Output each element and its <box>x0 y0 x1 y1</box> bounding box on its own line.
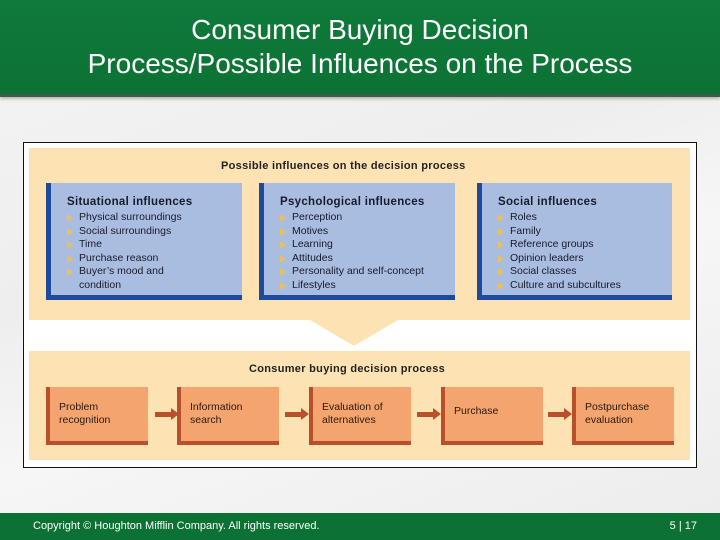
group-title: Situational influences <box>67 196 193 208</box>
arrow-right-icon <box>417 408 441 420</box>
list-item: Opinion leaders <box>498 252 672 266</box>
list-item: Buyer’s mood and condition <box>67 265 189 292</box>
influences-heading: Possible influences on the decision proc… <box>221 160 466 172</box>
list-item: Motives <box>280 225 455 239</box>
step-problem-recognition: Problem recognition <box>46 387 148 445</box>
bullet-arrow-icon <box>498 268 504 276</box>
slide-header: Consumer Buying Decision Process/Possibl… <box>0 0 720 97</box>
arrow-right-icon <box>548 408 572 420</box>
title-line-1: Consumer Buying Decision <box>191 14 529 45</box>
step-information-search: Information search <box>177 387 279 445</box>
bullet-arrow-icon <box>67 268 73 276</box>
list-item: Learning <box>280 238 455 252</box>
influence-list: Perception Motives Learning Attitudes Pe… <box>280 211 455 292</box>
list-item: Social surroundings <box>67 225 242 239</box>
bullet-arrow-icon <box>280 227 286 236</box>
psychological-influences-box: Psychological influences Perception Moti… <box>259 183 455 300</box>
influence-list: Roles Family Reference groups Opinion le… <box>498 211 672 292</box>
step-evaluation-of-alternatives: Evaluation of alternatives <box>309 387 411 445</box>
bullet-arrow-icon <box>280 241 286 249</box>
bullet-arrow-icon <box>67 254 73 263</box>
list-item: Family <box>498 225 672 239</box>
bullet-arrow-icon <box>498 214 504 222</box>
bullet-arrow-icon <box>498 281 504 290</box>
social-influences-box: Social influences Roles Family Reference… <box>477 183 672 300</box>
bullet-arrow-icon <box>67 227 73 236</box>
list-item: Time <box>67 238 242 252</box>
slide-footer: Copyright © Houghton Mifflin Company. Al… <box>0 513 720 540</box>
list-item: Personality and self-concept <box>280 265 455 279</box>
process-heading: Consumer buying decision process <box>249 363 446 375</box>
bullet-arrow-icon <box>67 241 73 249</box>
bullet-arrow-icon <box>498 227 504 236</box>
down-arrow-icon <box>310 320 398 346</box>
copyright-text: Copyright © Houghton Mifflin Company. Al… <box>33 520 320 532</box>
bullet-arrow-icon <box>280 281 286 290</box>
bullet-arrow-icon <box>67 214 73 222</box>
step-postpurchase-evaluation: Postpurchase evaluation <box>572 387 674 445</box>
list-item: Roles <box>498 211 672 225</box>
list-item: Reference groups <box>498 238 672 252</box>
situational-influences-box: Situational influences Physical surround… <box>46 183 242 300</box>
list-item: Purchase reason <box>67 252 242 266</box>
group-title: Social influences <box>498 196 598 208</box>
influence-list: Physical surroundings Social surrounding… <box>67 211 242 292</box>
bullet-arrow-icon <box>498 254 504 263</box>
title-line-2: Process/Possible Influences on the Proce… <box>87 48 633 79</box>
bullet-arrow-icon <box>280 214 286 222</box>
slide-title: Consumer Buying Decision Process/Possibl… <box>0 13 720 81</box>
list-item: Attitudes <box>280 252 455 266</box>
bullet-arrow-icon <box>280 254 286 263</box>
bullet-arrow-icon <box>498 241 504 249</box>
list-item: Social classes <box>498 265 672 279</box>
arrow-right-icon <box>285 408 309 420</box>
bullet-arrow-icon <box>280 268 286 276</box>
group-title: Psychological influences <box>280 196 425 208</box>
list-item: Physical surroundings <box>67 211 242 225</box>
list-item: Lifestyles <box>280 279 455 293</box>
page-number: 5 | 17 <box>669 520 697 532</box>
list-item: Perception <box>280 211 455 225</box>
arrow-right-icon <box>155 408 179 420</box>
step-purchase: Purchase <box>441 387 543 445</box>
list-item: Culture and subcultures <box>498 279 672 293</box>
